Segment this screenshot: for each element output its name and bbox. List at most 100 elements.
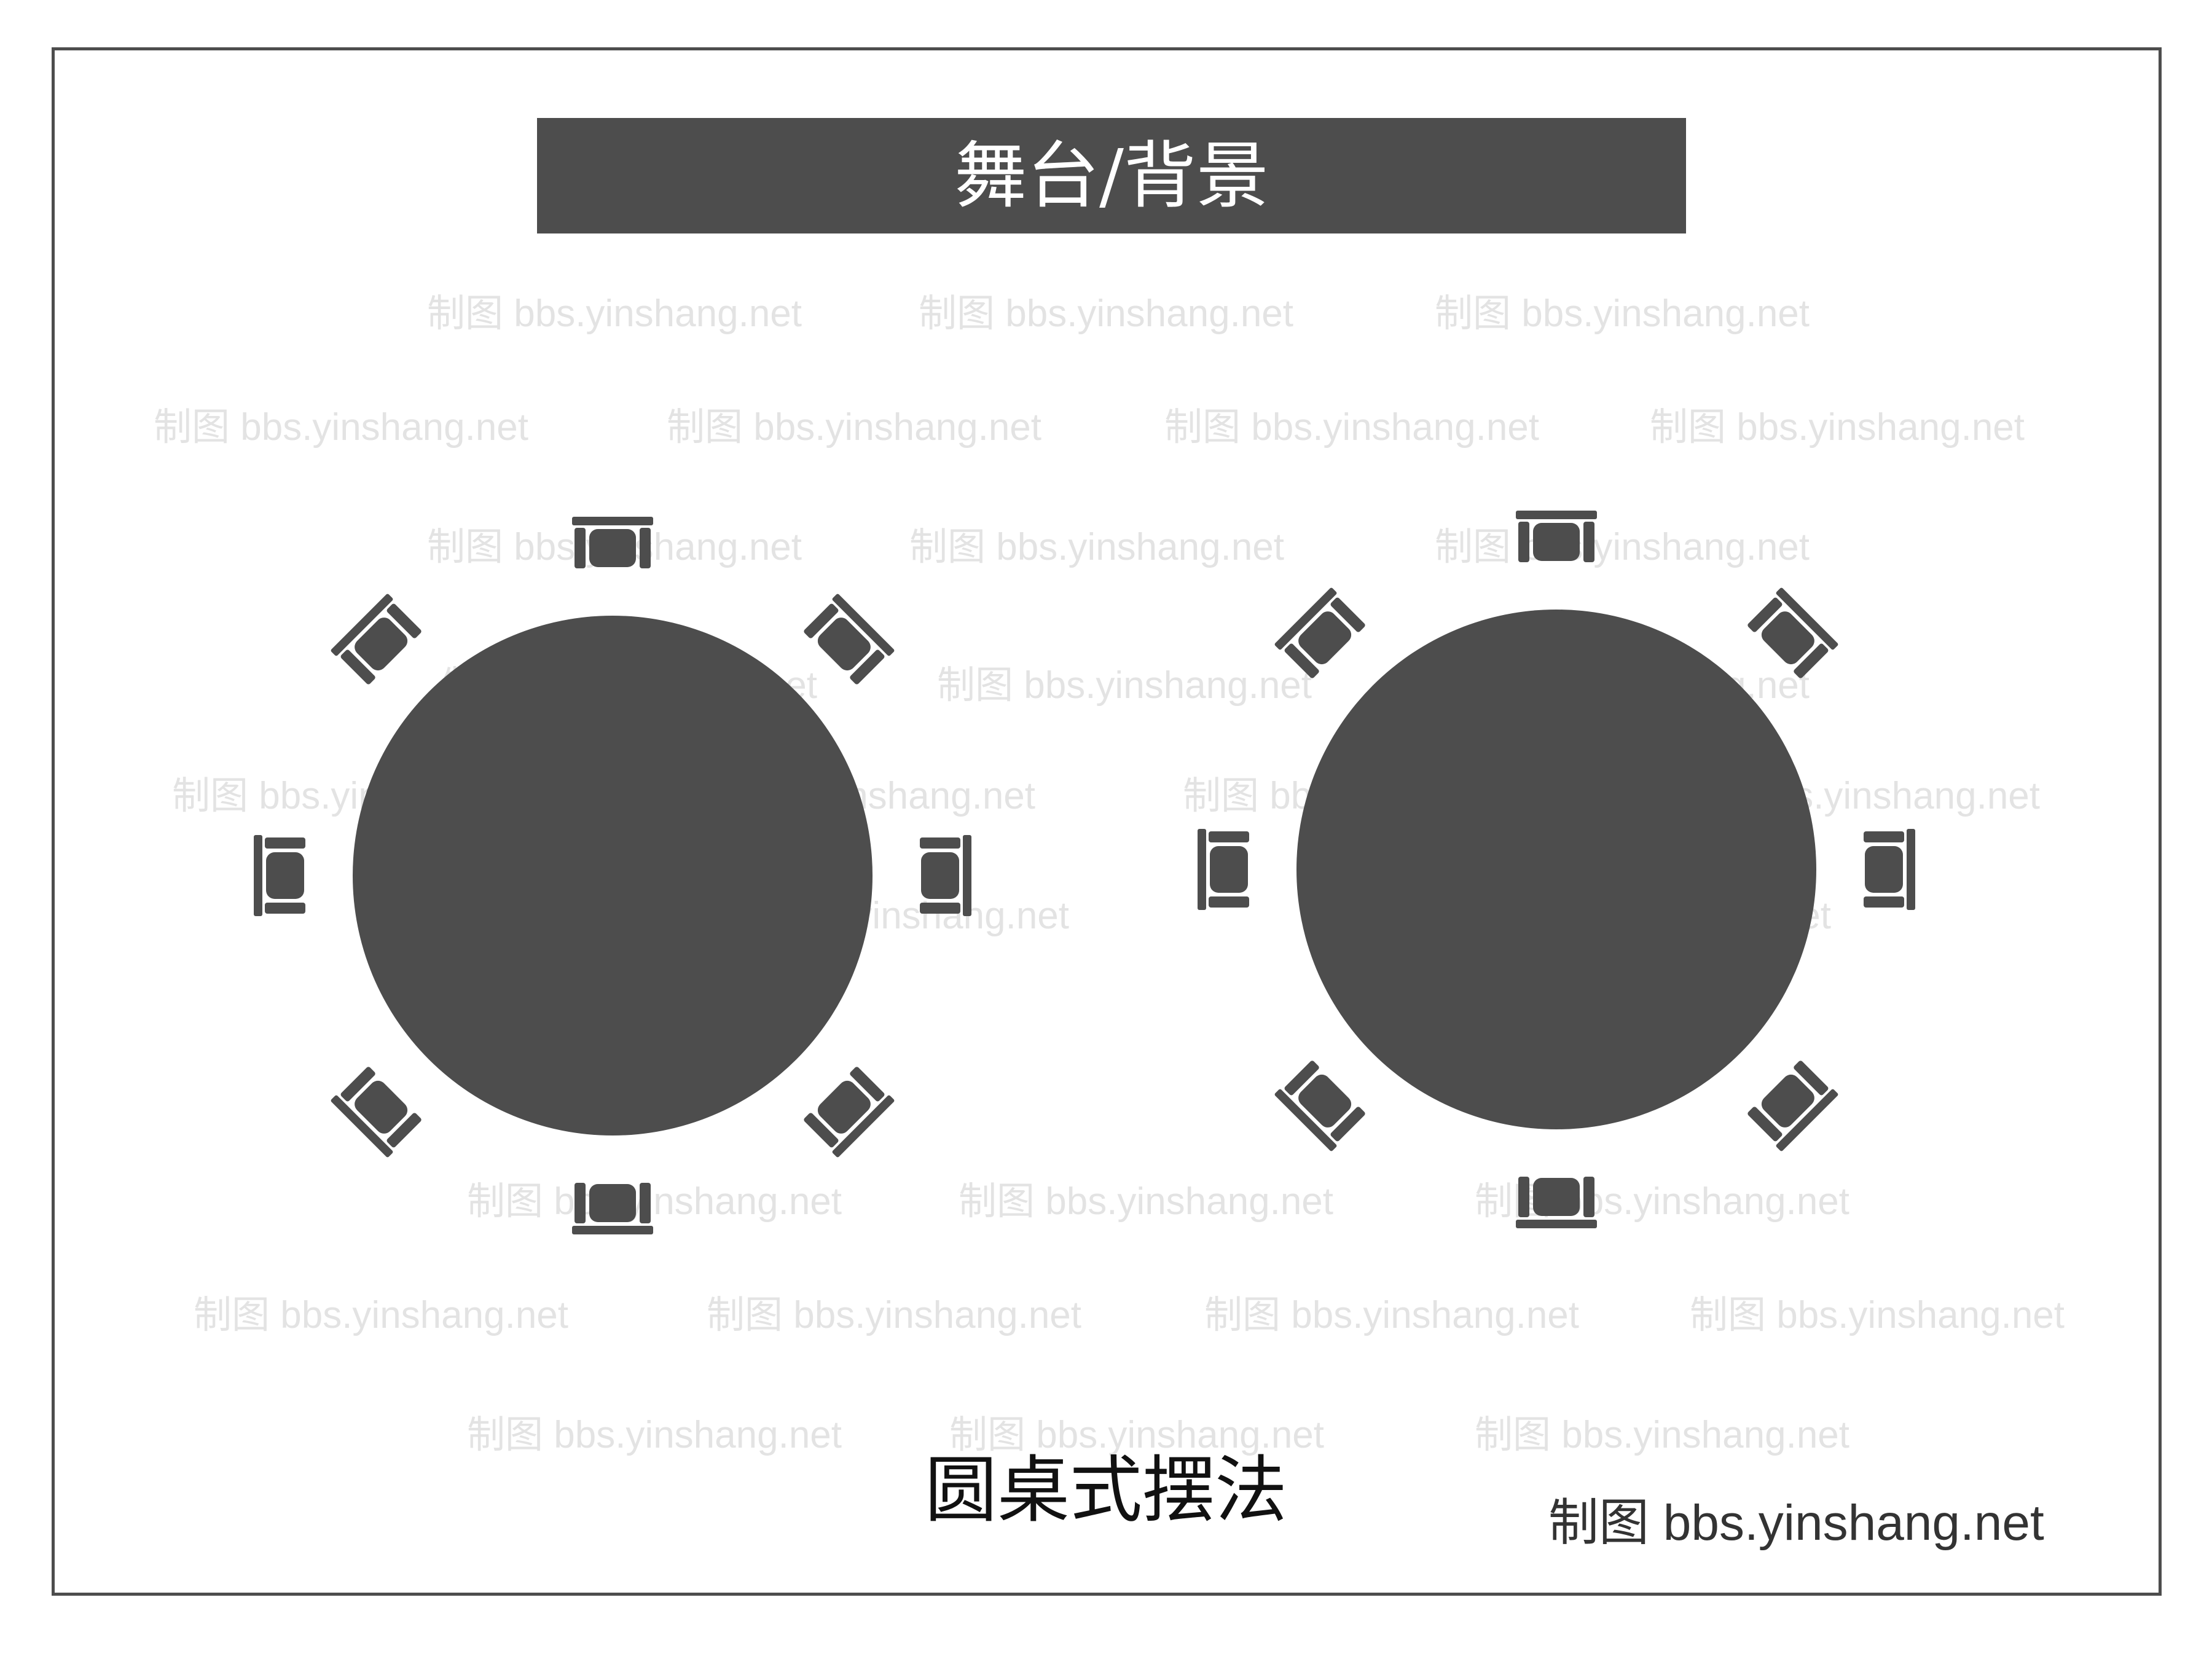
chair-arm: [920, 837, 960, 849]
chair: [1516, 1177, 1597, 1228]
chair-arm: [386, 603, 422, 638]
chair-seat: [921, 852, 959, 899]
chair-arm: [340, 1067, 375, 1102]
watermark-text: 制图 bbs.yinshang.net: [1690, 1294, 2065, 1336]
chair-back: [331, 594, 393, 656]
chair: [1274, 1061, 1365, 1151]
watermark-text: 制图 bbs.yinshang.net: [1204, 1294, 1580, 1336]
chair-seat: [1298, 611, 1352, 665]
watermark-text: 制图 bbs.yinshang.net: [467, 1414, 842, 1456]
chair-seat: [589, 529, 636, 567]
chair: [1747, 587, 1838, 678]
chair-seat: [266, 852, 304, 899]
chair-arm: [1518, 1177, 1529, 1217]
chair: [254, 835, 305, 916]
chair-back: [1274, 587, 1337, 650]
watermark-text: 制图 bbs.yinshang.net: [707, 1294, 1082, 1336]
chair-seat: [817, 618, 871, 671]
chair-back: [572, 1226, 653, 1234]
chair-arm: [640, 1183, 651, 1223]
chair: [804, 594, 895, 684]
chair-back: [832, 1095, 895, 1158]
chair-seat: [1761, 611, 1814, 665]
chair-arm: [1330, 1107, 1365, 1142]
chair-seat: [1298, 1074, 1352, 1128]
chair-arm: [1518, 522, 1529, 562]
chair: [920, 835, 971, 916]
credit-text: 制图 bbs.yinshang.net: [1548, 1495, 2044, 1551]
chair-arm: [1284, 643, 1319, 678]
chair-arm: [920, 903, 960, 914]
chair-seat: [1210, 846, 1248, 893]
round-table: [353, 616, 873, 1135]
chair-seat: [355, 1080, 408, 1134]
watermark-text: 制图 bbs.yinshang.net: [467, 1180, 842, 1223]
chair-arm: [1864, 831, 1904, 842]
watermark-text: 制图 bbs.yinshang.net: [937, 664, 1312, 707]
chair: [331, 1067, 422, 1158]
chair-back: [254, 835, 262, 916]
chair-arm: [265, 837, 305, 849]
chair-back: [331, 1095, 393, 1158]
chair-arm: [1794, 643, 1829, 678]
chair-arm: [804, 603, 839, 638]
chair: [804, 1067, 895, 1158]
layout-caption: 圆桌式摆法: [924, 1448, 1287, 1532]
chair-arm: [1284, 1061, 1319, 1096]
chair: [331, 594, 422, 684]
watermark-text: 制图 bbs.yinshang.net: [909, 526, 1285, 568]
chair-arm: [1747, 597, 1783, 632]
chair-back: [1776, 587, 1838, 650]
chair-arm: [640, 528, 651, 568]
chair: [1747, 1061, 1838, 1151]
chair-back: [832, 594, 895, 656]
chair-arm: [575, 1183, 586, 1223]
watermark-text: 制图 bbs.yinshang.net: [1435, 526, 1810, 568]
chair: [572, 1183, 653, 1234]
chair-arm: [1330, 597, 1365, 632]
table-left: [254, 517, 971, 1234]
watermark-text: 制图 bbs.yinshang.net: [1475, 1414, 1850, 1456]
watermark-text: 制图 bbs.yinshang.net: [427, 292, 802, 335]
watermark-text: 制图 bbs.yinshang.net: [154, 406, 529, 449]
watermark-text: 制图 bbs.yinshang.net: [1435, 292, 1810, 335]
watermark-text: 制图 bbs.yinshang.net: [949, 1414, 1325, 1456]
chair-seat: [1533, 523, 1580, 561]
chair: [1516, 511, 1597, 562]
diagram-frame: [52, 47, 2162, 1596]
chair-arm: [1864, 896, 1904, 908]
round-table: [1296, 610, 1816, 1129]
watermark-text: 制图 bbs.yinshang.net: [194, 1294, 569, 1336]
chair-back: [1776, 1089, 1838, 1151]
watermark-text: 制图 bbs.yinshang.net: [667, 406, 1042, 449]
chair-arm: [340, 649, 375, 684]
chair-back: [572, 517, 653, 525]
chair-seat: [355, 618, 408, 671]
chair-back: [1907, 829, 1915, 910]
chair-arm: [1583, 522, 1594, 562]
chair-arm: [265, 903, 305, 914]
chair-back: [1516, 1220, 1597, 1228]
chair-arm: [1209, 831, 1249, 842]
chair-seat: [589, 1184, 636, 1222]
table-right: [1198, 511, 1915, 1228]
chair-arm: [850, 649, 885, 684]
chair-seat: [1533, 1178, 1580, 1216]
chair-arm: [804, 1113, 839, 1148]
chair-back: [1198, 829, 1206, 910]
chair-seat: [1865, 846, 1903, 893]
chair: [1198, 829, 1249, 910]
chair-arm: [1583, 1177, 1594, 1217]
chair-back: [1274, 1089, 1337, 1151]
chair-back: [963, 835, 971, 916]
chair-arm: [1209, 896, 1249, 908]
watermark-text: 制图 bbs.yinshang.net: [919, 292, 1294, 335]
chair-arm: [1747, 1107, 1783, 1142]
chair-seat: [1761, 1074, 1814, 1128]
chair-arm: [850, 1067, 885, 1102]
chair: [1274, 587, 1365, 678]
watermark-text: 制图 bbs.yinshang.net: [959, 1180, 1334, 1223]
chair-seat: [817, 1080, 871, 1134]
watermark-text: 制图 bbs.yinshang.net: [1164, 406, 1540, 449]
